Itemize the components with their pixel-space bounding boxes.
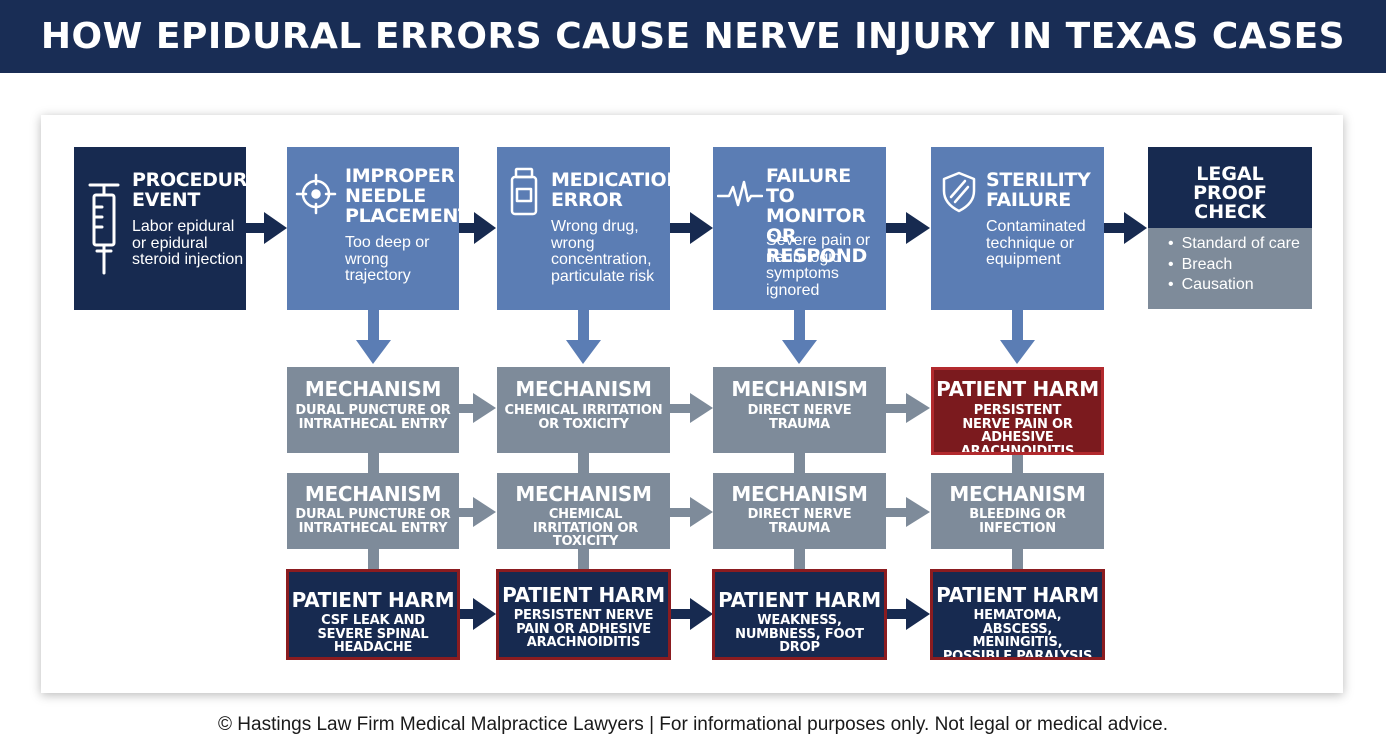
medication-error-box: MEDICATION ERROR Wrong drug, wrong conce… — [497, 147, 670, 310]
failure-monitor-title: FAILURE TO MONITOR OR RESPOND — [766, 165, 867, 267]
mechanism-box: MECHANISM DURAL PUNCTURE OR INTRATHECAL … — [287, 367, 459, 453]
patient-harm-desc: WEAKNESS, NUMBNESS, FOOT DROP — [735, 613, 864, 655]
medication-error-title: MEDICATION ERROR — [551, 169, 670, 211]
mechanism-box: MECHANISM BLEEDING OR INFECTION — [931, 473, 1104, 549]
shield-icon — [942, 171, 976, 213]
patient-harm-box: PATIENT HARM HEMATOMA, ABSCESS, MENINGIT… — [930, 569, 1105, 660]
patient-harm-box: PATIENT HARM PERSISTENT NERVE PAIN OR AD… — [931, 367, 1104, 455]
sterility-failure-desc: Contaminated technique or equipment — [986, 218, 1086, 268]
patient-harm-title: PATIENT HARM — [718, 588, 881, 612]
crosshair-icon — [295, 173, 337, 215]
mechanism-desc: DIRECT NERVE TRAUMA — [747, 507, 852, 536]
patient-harm-title: PATIENT HARM — [502, 583, 665, 607]
sterility-failure-box: STERILITY FAILURE Contaminated technique… — [931, 147, 1104, 310]
vial-icon — [510, 167, 538, 216]
mechanism-title: MECHANISM — [731, 377, 868, 401]
legal-item: Standard of care — [1168, 234, 1312, 255]
mechanism-desc: CHEMICAL IRRITATION OR TOXICITY — [532, 507, 639, 549]
patient-harm-desc: PERSISTENT NERVE PAIN OR ADHESIVE ARACHN… — [513, 608, 654, 650]
mechanism-title: MECHANISM — [304, 482, 442, 506]
mechanism-box: MECHANISM DIRECT NERVE TRAUMA — [713, 367, 886, 453]
page-title: HOW EPIDURAL ERRORS CAUSE NERVE INJURY I… — [0, 0, 1386, 73]
legal-proof-check-list: Standard of care Breach Causation — [1148, 228, 1312, 309]
procedure-event-desc: Labor epidural or epidural steroid injec… — [132, 218, 244, 268]
improper-needle-box: IMPROPER NEEDLE PLACEMENT Too deep or wr… — [287, 147, 459, 310]
mechanism-desc: BLEEDING OR INFECTION — [969, 507, 1066, 536]
mechanism-desc: CHEMICAL IRRITATION OR TOXICITY — [504, 403, 663, 432]
mechanism-box: MECHANISM DIRECT NERVE TRAUMA — [713, 473, 886, 549]
footer-disclaimer: © Hastings Law Firm Medical Malpractice … — [218, 714, 1168, 735]
mechanism-box: MECHANISM CHEMICAL IRRITATION OR TOXICIT… — [497, 367, 670, 453]
patient-harm-title: PATIENT HARM — [291, 588, 455, 612]
heartbeat-icon — [717, 180, 763, 207]
mechanism-desc: DURAL PUNCTURE OR INTRATHECAL ENTRY — [295, 403, 451, 432]
legal-item: Breach — [1168, 255, 1312, 276]
medication-error-desc: Wrong drug, wrong concentration, particu… — [551, 218, 655, 285]
failure-monitor-desc: Severe pain or neurologic symptoms ignor… — [766, 232, 871, 299]
mechanism-desc: DIRECT NERVE TRAUMA — [747, 403, 852, 432]
legal-proof-check-title: LEGAL PROOF CHECK — [1148, 147, 1312, 228]
legal-item: Causation — [1168, 275, 1312, 296]
legal-proof-check-box: LEGAL PROOF CHECK Standard of care Breac… — [1148, 147, 1312, 310]
mechanism-title: MECHANISM — [304, 377, 442, 401]
failure-monitor-box: FAILURE TO MONITOR OR RESPOND Severe pai… — [713, 147, 886, 310]
mechanism-box: MECHANISM DURAL PUNCTURE OR INTRATHECAL … — [287, 473, 459, 549]
mechanism-title: MECHANISM — [515, 482, 652, 506]
mechanism-box: MECHANISM CHEMICAL IRRITATION OR TOXICIT… — [497, 473, 670, 549]
mechanism-title: MECHANISM — [949, 482, 1086, 506]
patient-harm-box: PATIENT HARM CSF LEAK AND SEVERE SPINAL … — [286, 569, 460, 660]
legal-title-text: LEGAL PROOF CHECK — [1193, 163, 1267, 223]
patient-harm-box: PATIENT HARM PERSISTENT NERVE PAIN OR AD… — [496, 569, 671, 660]
patient-harm-title: PATIENT HARM — [936, 583, 1099, 607]
patient-harm-box: PATIENT HARM WEAKNESS, NUMBNESS, FOOT DR… — [712, 569, 887, 660]
patient-harm-desc: CSF LEAK AND SEVERE SPINAL HEADACHE — [317, 613, 429, 655]
sterility-failure-title: STERILITY FAILURE — [986, 169, 1091, 211]
mechanism-title: MECHANISM — [515, 377, 652, 401]
mechanism-title: MECHANISM — [731, 482, 868, 506]
patient-harm-title: PATIENT HARM — [936, 377, 1099, 401]
mechanism-desc: DURAL PUNCTURE OR INTRATHECAL ENTRY — [295, 507, 451, 536]
improper-needle-title: IMPROPER NEEDLE PLACEMENT — [345, 165, 459, 227]
improper-needle-desc: Too deep or wrong trajectory — [345, 234, 430, 284]
syringe-icon — [88, 183, 120, 275]
patient-harm-desc: PERSISTENT NERVE PAIN OR ADHESIVE ARACHN… — [960, 403, 1075, 455]
patient-harm-desc: HEMATOMA, ABSCESS, MENINGITIS, POSSIBLE … — [942, 608, 1093, 660]
